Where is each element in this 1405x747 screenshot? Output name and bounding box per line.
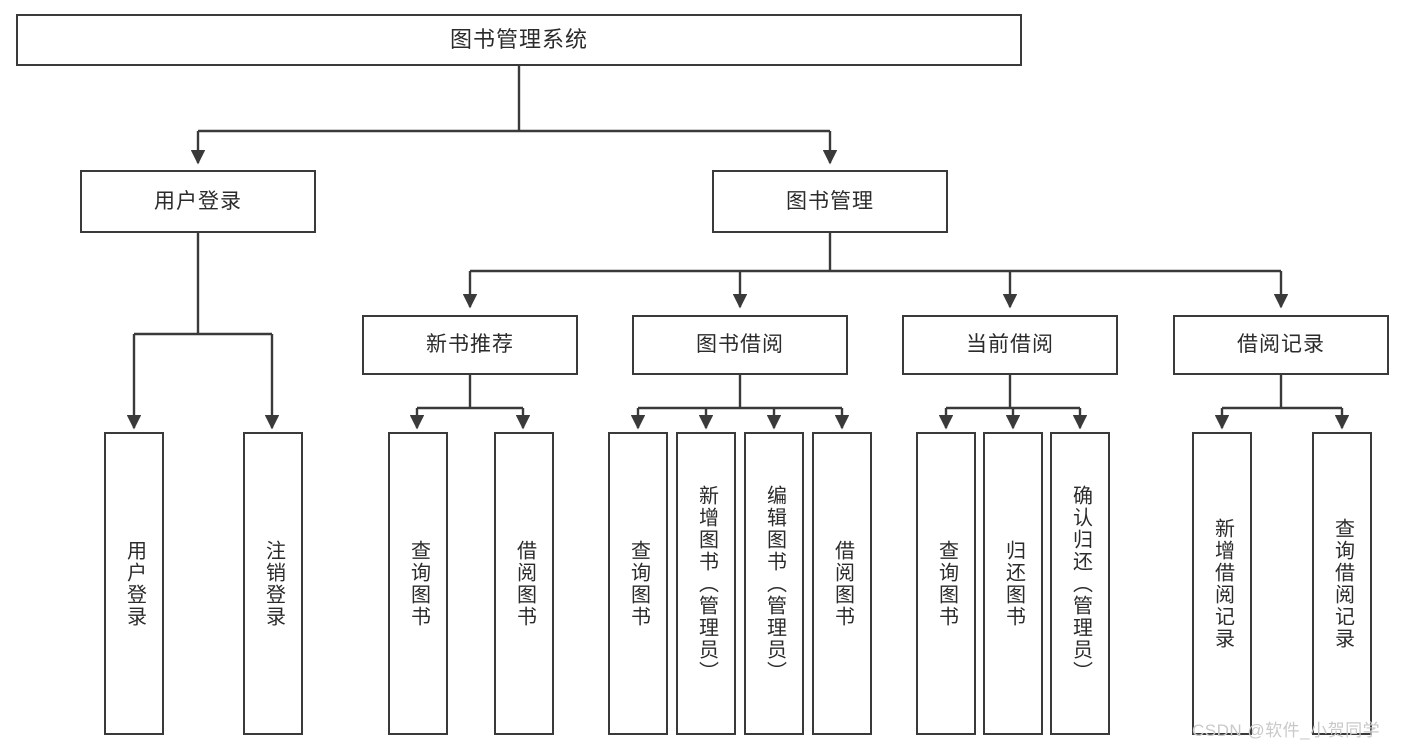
node-new-book-rec[interactable]: 新书推荐 xyxy=(362,315,578,375)
leaf-query-record[interactable]: 查询借阅记录 xyxy=(1312,432,1372,735)
leaf-query-record-label: 查询借阅记录 xyxy=(1331,517,1354,650)
leaf-add-record-label: 新增借阅记录 xyxy=(1211,517,1234,650)
leaf-borrow-book-2[interactable]: 借阅图书 xyxy=(812,432,872,735)
node-borrow-record-label: 借阅记录 xyxy=(1237,333,1325,357)
node-current-borrow[interactable]: 当前借阅 xyxy=(902,315,1118,375)
node-current-borrow-label: 当前借阅 xyxy=(966,333,1054,357)
leaf-return-book[interactable]: 归还图书 xyxy=(983,432,1043,735)
node-book-manage[interactable]: 图书管理 xyxy=(712,170,948,233)
node-book-borrow-label: 图书借阅 xyxy=(696,333,784,357)
leaf-add-record[interactable]: 新增借阅记录 xyxy=(1192,432,1252,735)
leaf-query-book-1[interactable]: 查询图书 xyxy=(388,432,448,735)
leaf-user-login-label: 用户登录 xyxy=(123,539,146,628)
node-new-book-rec-label: 新书推荐 xyxy=(426,333,514,357)
leaf-confirm-return[interactable]: 确认归还（管理员） xyxy=(1050,432,1110,735)
leaf-user-login[interactable]: 用户登录 xyxy=(104,432,164,735)
leaf-add-book[interactable]: 新增图书（管理员） xyxy=(676,432,736,735)
csdn-watermark: CSDN @软件_小贺同学 xyxy=(1192,721,1381,740)
leaf-query-book-1-label: 查询图书 xyxy=(407,539,430,628)
leaf-borrow-book-2-label: 借阅图书 xyxy=(831,539,854,628)
node-borrow-record[interactable]: 借阅记录 xyxy=(1173,315,1389,375)
leaf-query-book-3-label: 查询图书 xyxy=(935,539,958,628)
node-book-manage-label: 图书管理 xyxy=(786,189,874,213)
node-root[interactable]: 图书管理系统 xyxy=(16,14,1022,66)
leaf-borrow-book-1[interactable]: 借阅图书 xyxy=(494,432,554,735)
node-book-borrow[interactable]: 图书借阅 xyxy=(632,315,848,375)
leaf-query-book-2[interactable]: 查询图书 xyxy=(608,432,668,735)
leaf-return-book-label: 归还图书 xyxy=(1002,539,1025,628)
leaf-edit-book[interactable]: 编辑图书（管理员） xyxy=(744,432,804,735)
leaf-confirm-return-label: 确认归还（管理员） xyxy=(1069,484,1092,683)
node-user-login[interactable]: 用户登录 xyxy=(80,170,316,233)
leaf-query-book-3[interactable]: 查询图书 xyxy=(916,432,976,735)
node-user-login-label: 用户登录 xyxy=(154,189,242,213)
leaf-logout[interactable]: 注销登录 xyxy=(243,432,303,735)
node-root-label: 图书管理系统 xyxy=(449,26,588,52)
leaf-query-book-2-label: 查询图书 xyxy=(627,539,650,628)
leaf-edit-book-label: 编辑图书（管理员） xyxy=(763,484,786,683)
leaf-add-book-label: 新增图书（管理员） xyxy=(695,484,718,683)
leaf-borrow-book-1-label: 借阅图书 xyxy=(513,539,536,628)
leaf-logout-label: 注销登录 xyxy=(262,539,285,628)
